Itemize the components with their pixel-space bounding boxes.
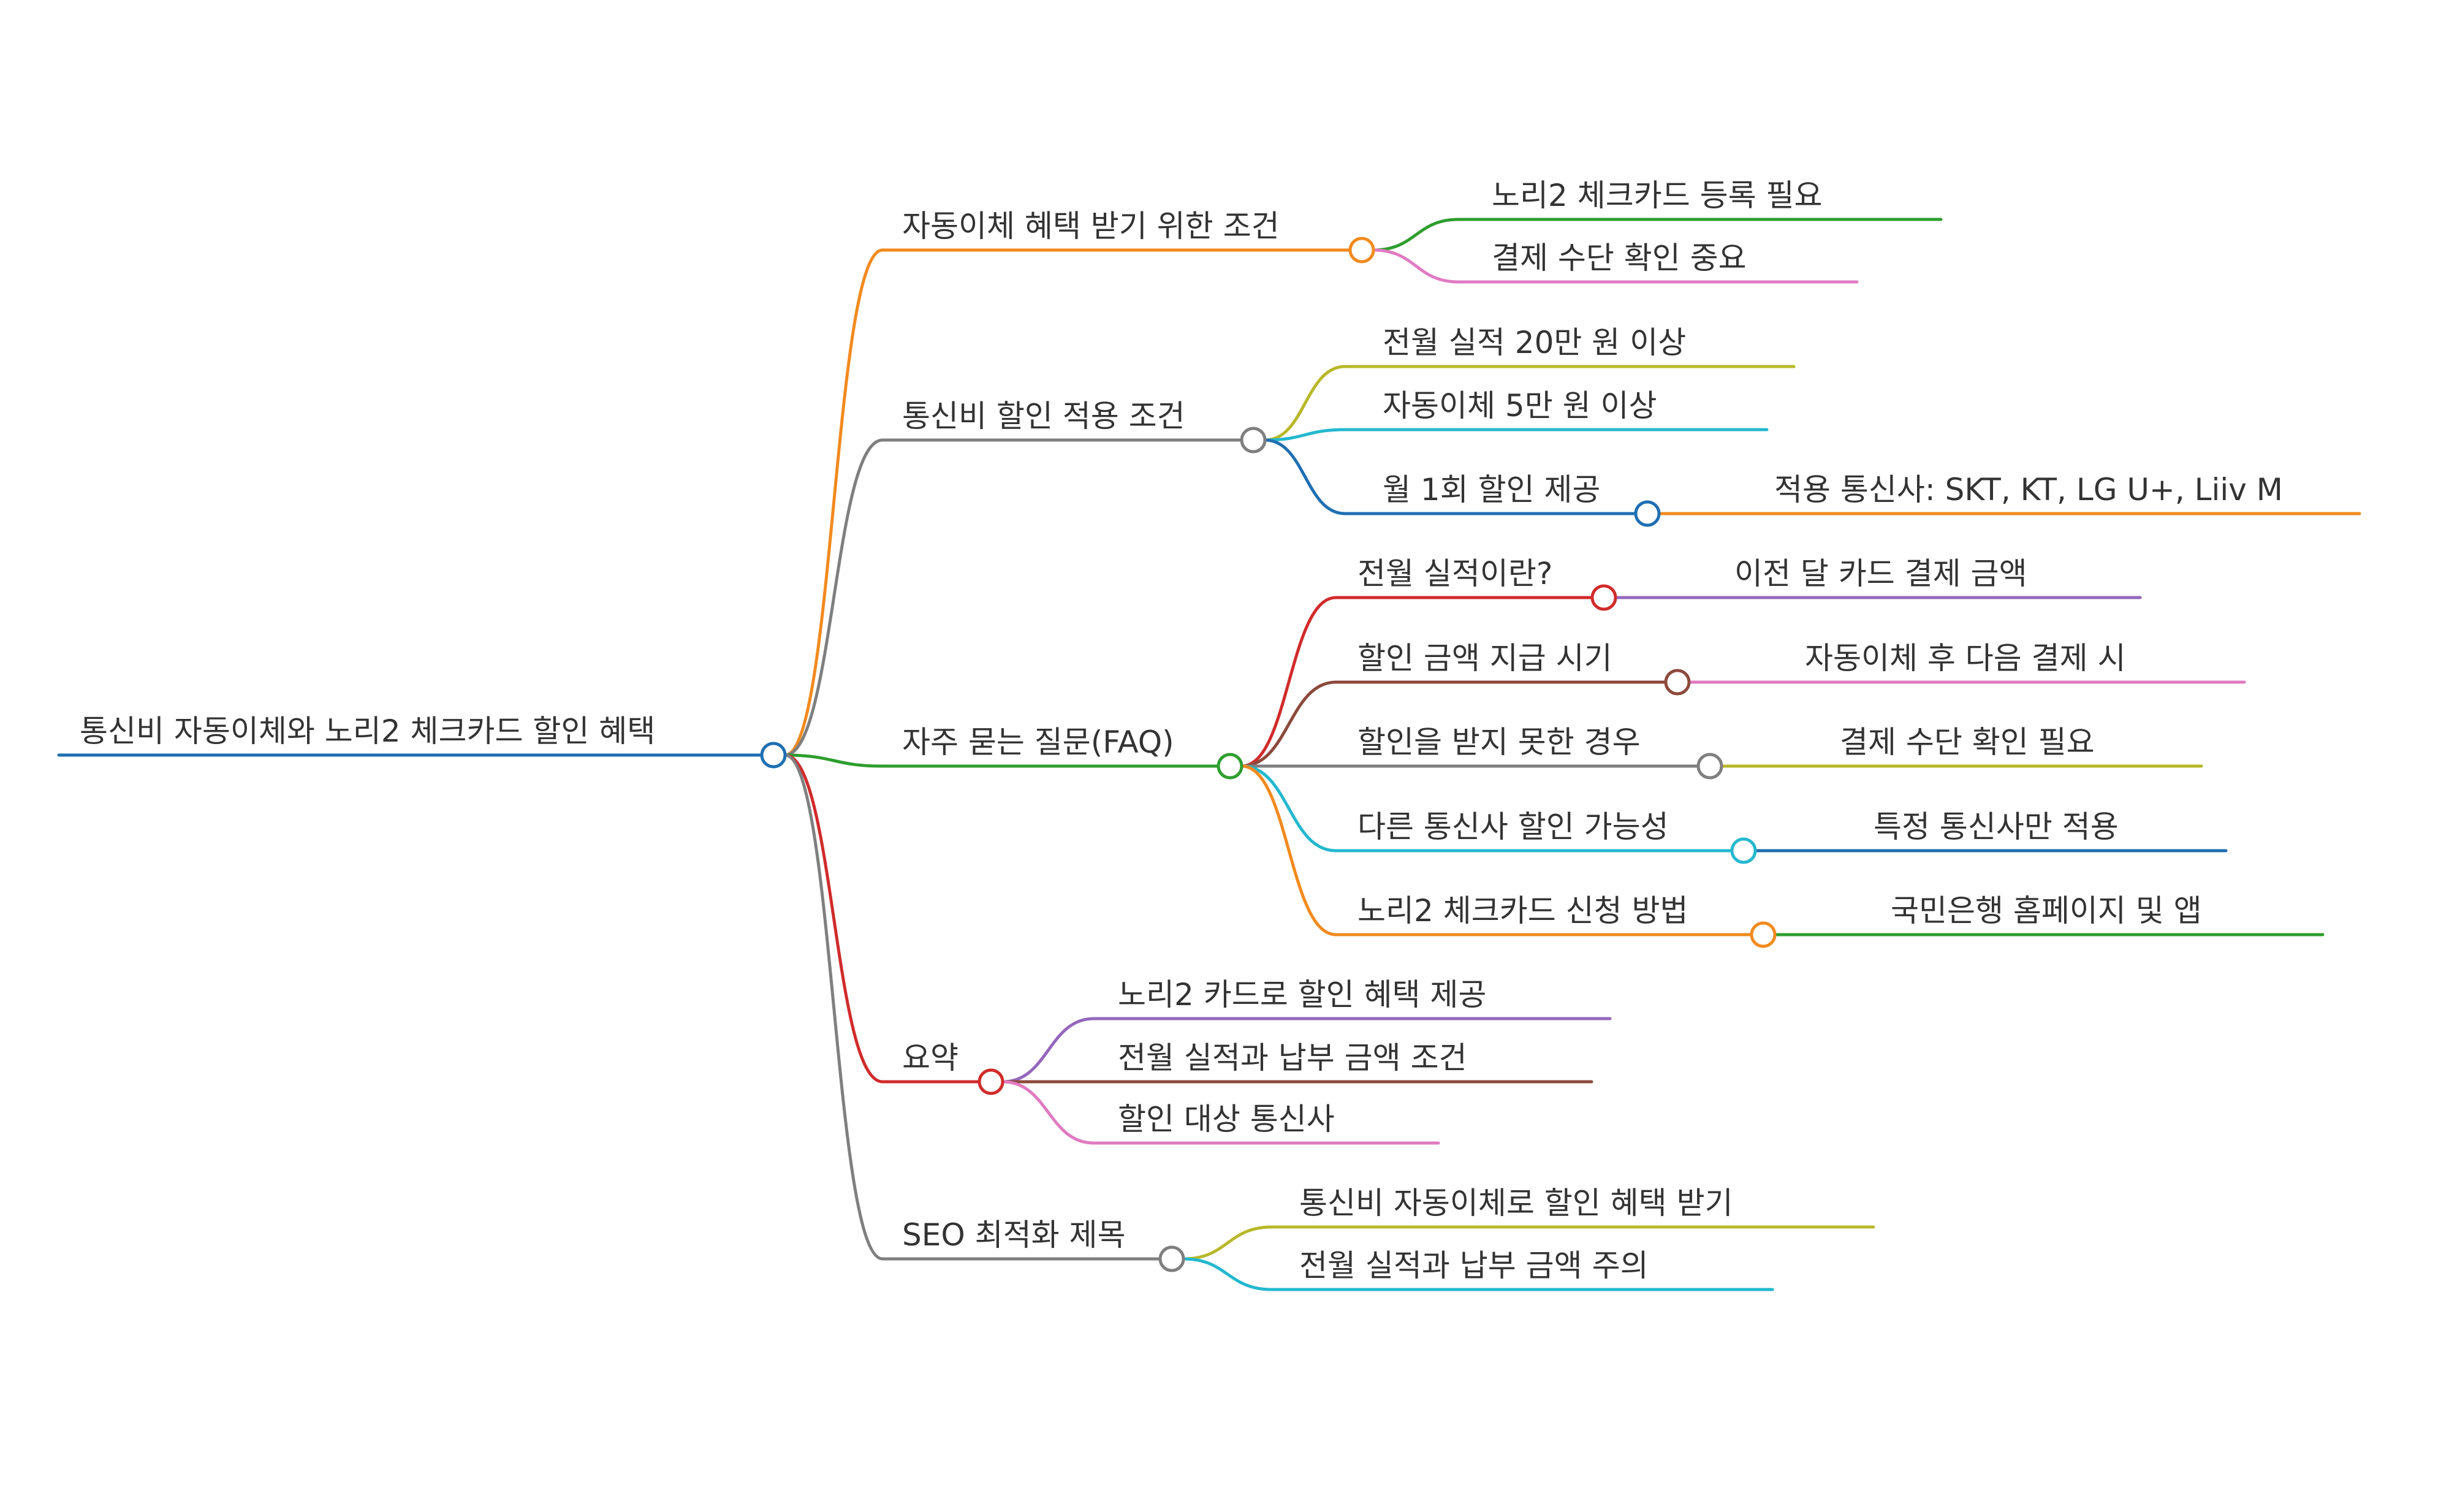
topic-label: 할인을 받지 못한 경우 xyxy=(1357,724,1641,760)
collapse-toggle-knob[interactable] xyxy=(1158,1245,1185,1272)
topic-label: 노리2 체크카드 등록 필요 xyxy=(1492,178,1823,213)
collapse-toggle-knob[interactable] xyxy=(1730,837,1757,864)
topic-label: 노리2 체크카드 신청 방법 xyxy=(1357,893,1688,929)
collapse-toggle-knob[interactable] xyxy=(1664,669,1691,696)
topic-label: 통신비 자동이체로 할인 혜택 받기 xyxy=(1299,1185,1733,1221)
topic-label: 전월 실적 20만 원 이상 xyxy=(1383,325,1686,360)
collapse-toggle-knob[interactable] xyxy=(1696,753,1723,780)
collapse-toggle-knob[interactable] xyxy=(1217,753,1243,780)
subtopic-connector xyxy=(1263,428,1347,442)
topic-label: 적용 통신사: SKT, KT, LG U+, Liiv M xyxy=(1774,472,2283,507)
topic-label: SEO 최적화 제목 xyxy=(902,1217,1125,1253)
topic-label: 이전 달 카드 결제 금액 xyxy=(1734,556,2027,591)
subtopic-connector xyxy=(1182,1225,1274,1261)
subtopic-connector xyxy=(1263,365,1347,442)
topic-label: 자동이체 후 다음 결제 시 xyxy=(1805,640,2126,676)
branch-connector xyxy=(783,753,884,768)
subtopic-connector xyxy=(1240,764,1338,936)
subtopic-connector xyxy=(1263,438,1347,515)
topic-label: 국민은행 홈페이지 및 앱 xyxy=(1891,893,2202,929)
topic-label: 통신비 할인 적용 조건 xyxy=(902,398,1185,434)
topic-label: 자주 묻는 질문(FAQ) xyxy=(902,724,1174,760)
topic-label: 요약 xyxy=(902,1040,959,1076)
collapse-toggle-knob[interactable] xyxy=(978,1068,1004,1095)
subtopic-connector xyxy=(1372,248,1460,284)
root-topic-label: 통신비 자동이체와 노리2 체크카드 할인 혜택 xyxy=(80,713,655,749)
topic-label: 할인 금액 지급 시기 xyxy=(1357,640,1612,676)
subtopic-connector xyxy=(1182,1257,1274,1291)
branch-connector xyxy=(783,753,884,1261)
topic-label: 특정 통신사만 적용 xyxy=(1874,809,2119,845)
branch-connector xyxy=(783,753,884,1084)
subtopic-connector xyxy=(1001,1017,1096,1084)
topic-label: 다른 통신사 할인 가능성 xyxy=(1357,809,1669,845)
subtopic-connector xyxy=(1240,764,1338,853)
topic-label: 할인 대상 통신사 xyxy=(1118,1101,1335,1137)
branch-connector xyxy=(783,438,884,757)
topic-label: 전월 실적이란? xyxy=(1357,556,1552,591)
collapse-toggle-knob[interactable] xyxy=(1750,921,1777,948)
collapse-toggle-knob[interactable] xyxy=(760,742,787,769)
topic-label: 노리2 카드로 할인 혜택 제공 xyxy=(1118,977,1486,1012)
topic-label: 전월 실적과 납부 금액 주의 xyxy=(1299,1248,1649,1283)
topic-label: 자동이체 혜택 받기 위한 조건 xyxy=(902,208,1280,244)
branch-connector xyxy=(783,248,884,757)
subtopic-connector xyxy=(1372,218,1460,252)
collapse-toggle-knob[interactable] xyxy=(1634,500,1661,527)
subtopic-connector xyxy=(1240,596,1338,768)
collapse-toggle-knob[interactable] xyxy=(1348,237,1375,264)
collapse-toggle-knob[interactable] xyxy=(1240,427,1267,454)
subtopic-connector xyxy=(1240,680,1338,768)
topic-label: 결제 수단 확인 중요 xyxy=(1492,240,1747,276)
topic-label: 자동이체 5만 원 이상 xyxy=(1383,388,1657,424)
topic-label: 전월 실적과 납부 금액 조건 xyxy=(1118,1040,1467,1076)
topic-label: 월 1회 할인 제공 xyxy=(1383,472,1601,507)
subtopic-connector xyxy=(1001,1080,1096,1145)
topic-label: 결제 수단 확인 필요 xyxy=(1840,724,2095,760)
collapse-toggle-knob[interactable] xyxy=(1590,584,1617,611)
